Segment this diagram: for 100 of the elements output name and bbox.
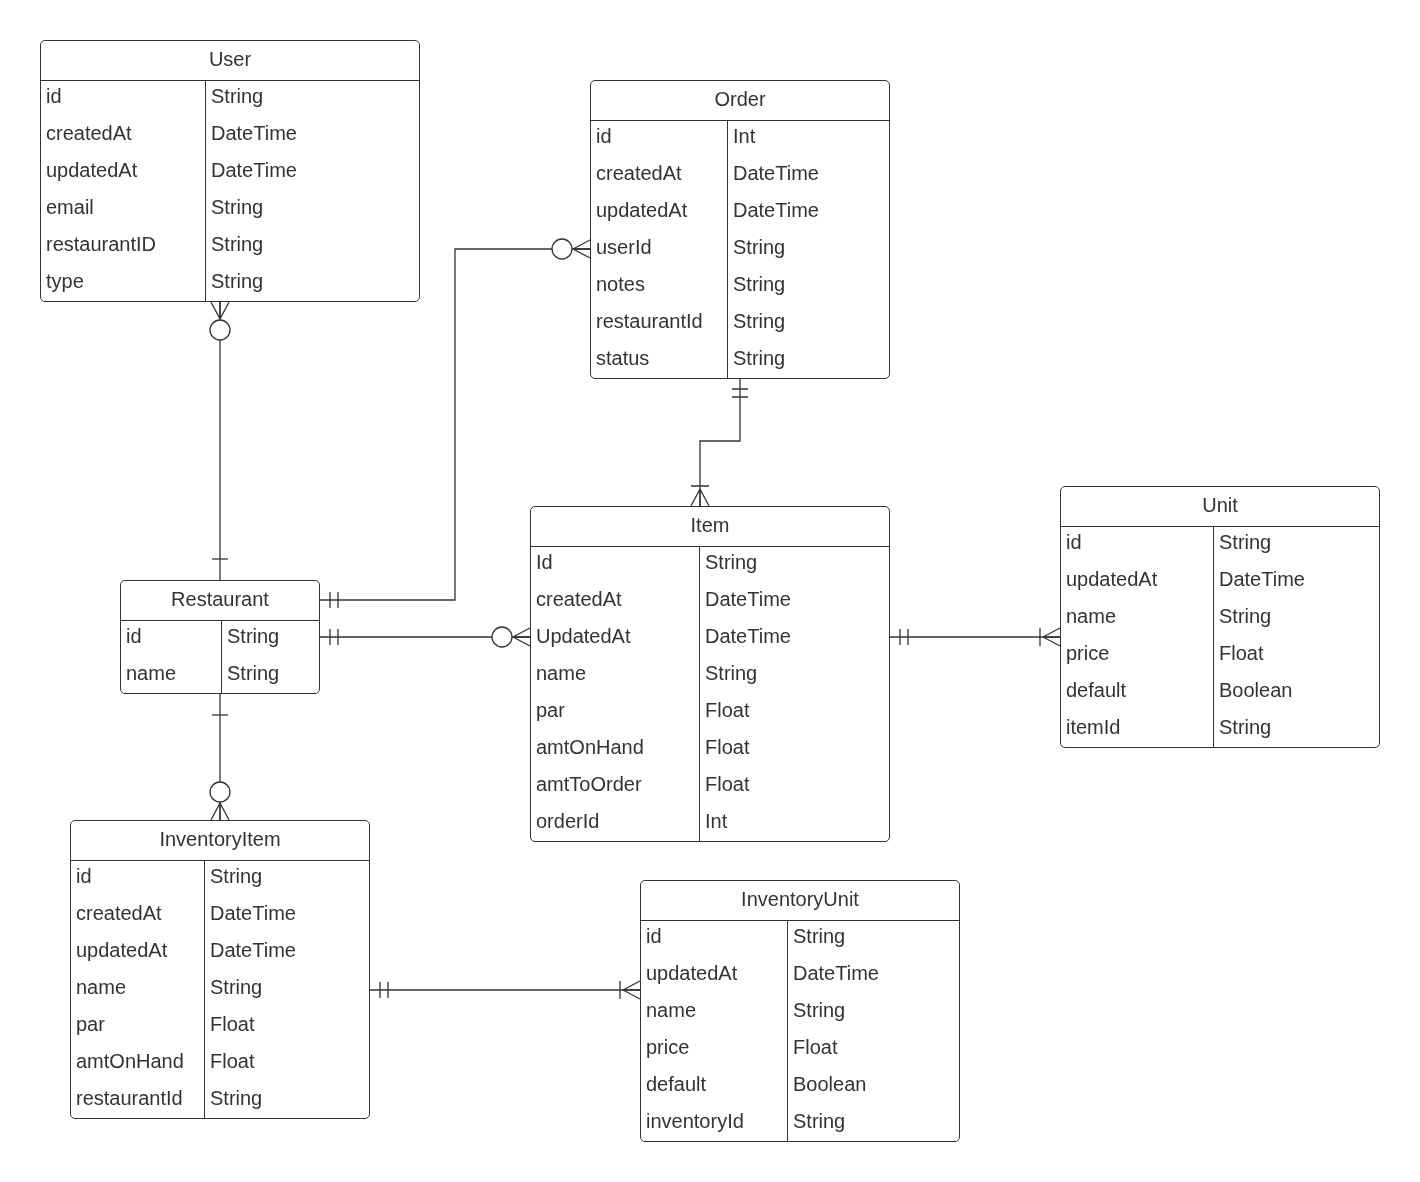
attribute-name: amtOnHand — [76, 1049, 184, 1074]
relationship-line — [889, 627, 1061, 647]
attribute-type: String — [1219, 530, 1272, 555]
attribute-type: DateTime — [705, 624, 791, 649]
attribute-name: restaurantID — [46, 232, 157, 257]
attribute-type: String — [793, 1109, 846, 1134]
attribute-name: updatedAt — [646, 961, 738, 986]
entity-title: User — [207, 47, 253, 72]
attribute-name: amtToOrder — [536, 772, 642, 797]
relationship-line — [319, 626, 531, 648]
attribute-type: DateTime — [733, 161, 819, 186]
attribute-type: String — [733, 235, 786, 260]
attribute-type: String — [793, 924, 846, 949]
attribute-type: String — [793, 998, 846, 1023]
relationship-line — [209, 693, 231, 821]
attribute-type: String — [211, 269, 264, 294]
attribute-name: restaurantId — [76, 1086, 183, 1111]
attribute-type: String — [1219, 715, 1272, 740]
attribute-name: id — [46, 84, 62, 109]
attribute-type: String — [211, 232, 264, 257]
attribute-type: DateTime — [211, 121, 297, 146]
attribute-name: name — [536, 661, 587, 686]
attribute-name: id — [126, 624, 142, 649]
entity-title: InventoryItem — [158, 827, 282, 852]
attribute-type: Float — [1219, 641, 1264, 666]
attribute-name: updatedAt — [76, 938, 168, 963]
entity-title: Restaurant — [170, 587, 270, 612]
entity-table — [530, 506, 890, 842]
attribute-type: String — [227, 661, 280, 686]
attribute-name: createdAt — [76, 901, 162, 926]
attribute-type: Float — [793, 1035, 838, 1060]
attribute-name: amtOnHand — [536, 735, 644, 760]
attribute-name: createdAt — [46, 121, 132, 146]
attribute-name: inventoryId — [646, 1109, 744, 1134]
attribute-type: DateTime — [733, 198, 819, 223]
attribute-type: Boolean — [793, 1072, 867, 1097]
attribute-type: Float — [705, 772, 750, 797]
attribute-name: type — [46, 269, 84, 294]
attribute-name: name — [646, 998, 697, 1023]
attribute-name: default — [1066, 678, 1127, 703]
attribute-name: userId — [596, 235, 652, 260]
attribute-name: price — [1066, 641, 1110, 666]
attribute-name: default — [646, 1072, 707, 1097]
entity-table — [120, 580, 320, 694]
attribute-name: par — [76, 1012, 105, 1037]
attribute-name: email — [46, 195, 94, 220]
attribute-name: orderId — [536, 809, 600, 834]
entity-title: Order — [713, 87, 767, 112]
attribute-name: status — [596, 346, 650, 371]
attribute-type: String — [705, 661, 758, 686]
relationship-line — [209, 301, 231, 581]
relationship-line — [369, 980, 641, 1000]
attribute-name: id — [646, 924, 662, 949]
attribute-name: id — [1066, 530, 1082, 555]
attribute-type: Float — [705, 735, 750, 760]
attribute-name: par — [536, 698, 565, 723]
attribute-name: id — [596, 124, 612, 149]
attribute-type: DateTime — [793, 961, 879, 986]
attribute-name: name — [126, 661, 177, 686]
entity-title: InventoryUnit — [740, 887, 860, 912]
attribute-type: Int — [705, 809, 728, 834]
attribute-type: String — [733, 346, 786, 371]
attribute-type: DateTime — [705, 587, 791, 612]
entity-table — [1060, 486, 1380, 748]
attribute-type: String — [227, 624, 280, 649]
attribute-name: createdAt — [536, 587, 622, 612]
entity-table — [40, 40, 420, 302]
entity-table — [70, 820, 370, 1119]
attribute-type: DateTime — [211, 158, 297, 183]
attribute-type: String — [211, 84, 264, 109]
attribute-type: String — [210, 1086, 263, 1111]
attribute-name: UpdatedAt — [536, 624, 631, 649]
attribute-name: name — [1066, 604, 1117, 629]
attribute-type: Int — [733, 124, 756, 149]
attribute-name: restaurantId — [596, 309, 703, 334]
attribute-name: updatedAt — [1066, 567, 1158, 592]
attribute-type: String — [733, 272, 786, 297]
attribute-name: Id — [536, 550, 553, 575]
attribute-type: DateTime — [1219, 567, 1305, 592]
attribute-type: DateTime — [210, 901, 296, 926]
attribute-type: String — [210, 975, 263, 1000]
attribute-name: notes — [596, 272, 645, 297]
relationship-line — [319, 238, 591, 609]
attribute-type: Float — [210, 1049, 255, 1074]
attribute-name: id — [76, 864, 92, 889]
attribute-name: updatedAt — [596, 198, 688, 223]
attribute-type: Float — [210, 1012, 255, 1037]
entity-title: Item — [689, 513, 731, 538]
attribute-type: Boolean — [1219, 678, 1293, 703]
entity-table — [590, 80, 890, 379]
attribute-type: String — [211, 195, 264, 220]
attribute-type: String — [1219, 604, 1272, 629]
attribute-name: updatedAt — [46, 158, 138, 183]
attribute-type: DateTime — [210, 938, 296, 963]
attribute-type: String — [705, 550, 758, 575]
attribute-type: String — [210, 864, 263, 889]
attribute-type: String — [733, 309, 786, 334]
attribute-name: createdAt — [596, 161, 682, 186]
relationship-line — [690, 378, 749, 507]
attribute-name: name — [76, 975, 127, 1000]
